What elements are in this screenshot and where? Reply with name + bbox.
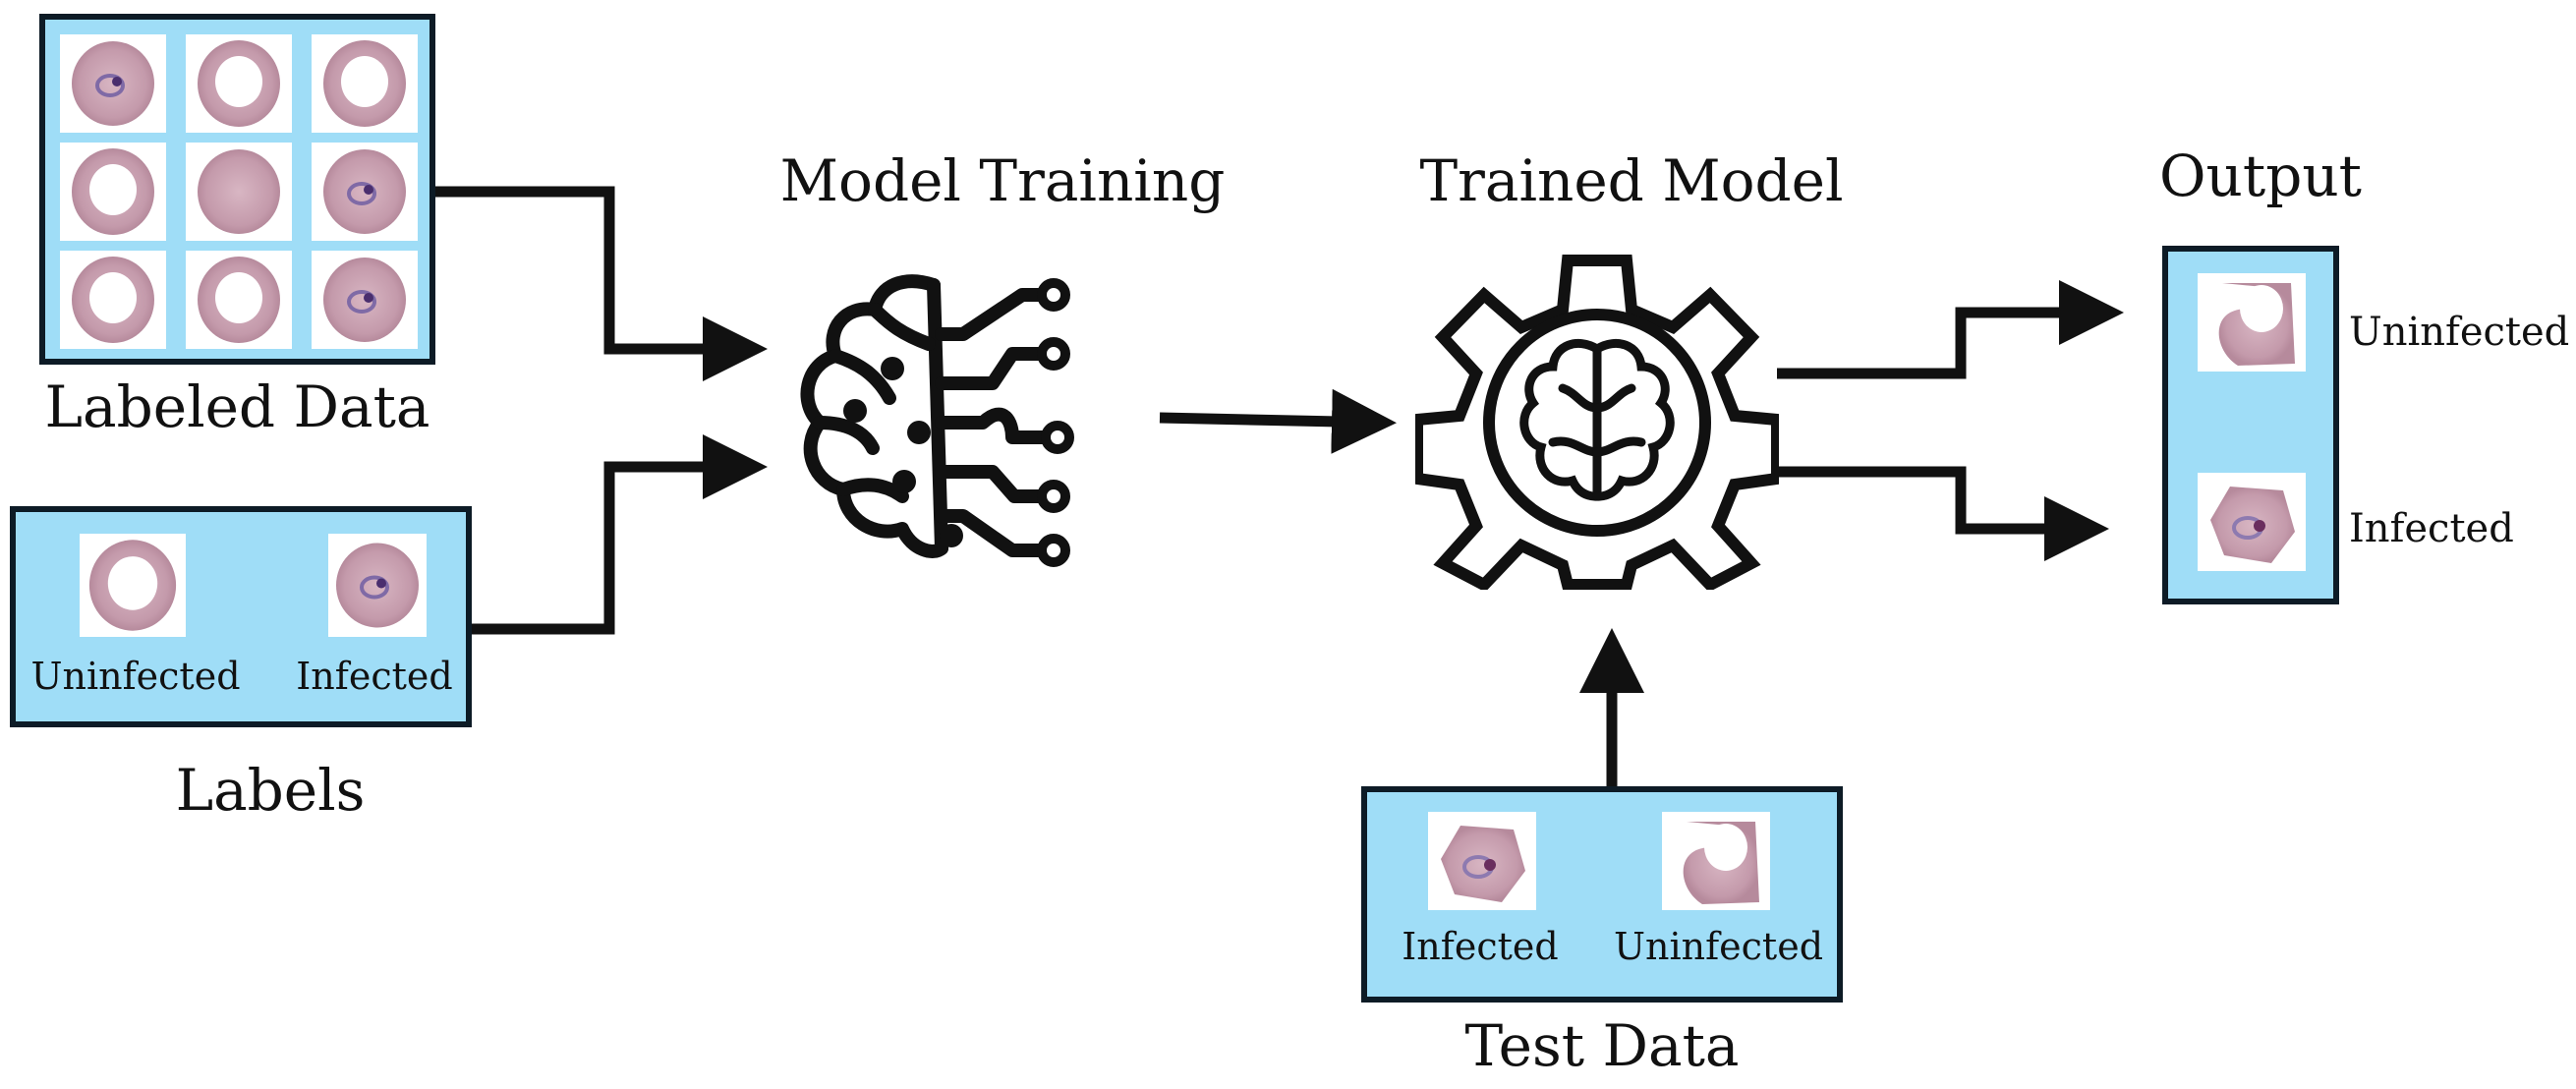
cell-image: [312, 34, 418, 133]
cell-image: [328, 534, 427, 637]
cell-image: [312, 251, 418, 349]
gear-brain-icon: [1415, 255, 1779, 590]
cell-image: [60, 251, 166, 349]
output-panel: [2162, 246, 2339, 604]
cell-image: [80, 534, 186, 637]
test-data-panel: Infected Uninfected: [1361, 786, 1843, 1003]
arrow-model-to-infected: [1777, 466, 2109, 561]
arrow-training-to-model: [1159, 388, 1397, 454]
cell-image: [2198, 273, 2306, 372]
cell-image: [60, 143, 166, 241]
labels-item-infected: Infected: [296, 655, 453, 698]
cell-image: [186, 143, 292, 241]
output-caption: Output: [2158, 143, 2362, 209]
cell-image: [1428, 812, 1536, 910]
trained-model-caption: Trained Model: [1419, 147, 1844, 214]
output-item-infected: Infected: [2349, 506, 2514, 551]
test-item-uninfected: Uninfected: [1613, 925, 1824, 968]
output-item-uninfected: Uninfected: [2349, 310, 2570, 355]
cell-image: [186, 34, 292, 133]
brain-circuit-icon: [800, 274, 1074, 567]
arrow-labels-to-training: [472, 434, 768, 635]
labels-item-uninfected: Uninfected: [30, 655, 241, 698]
arrow-labeled-to-training: [432, 186, 768, 381]
labeled-data-caption: Labeled Data: [44, 373, 430, 440]
labels-panel: Uninfected Infected: [10, 506, 472, 727]
cell-image: [186, 251, 292, 349]
labels-caption: Labels: [175, 757, 366, 824]
cell-image: [1662, 812, 1770, 910]
test-data-caption: Test Data: [1464, 1012, 1740, 1079]
cell-image: [2198, 473, 2306, 571]
arrow-model-to-uninfected: [1777, 280, 2124, 379]
model-training-caption: Model Training: [779, 147, 1226, 214]
test-item-infected: Infected: [1402, 925, 1559, 968]
cell-image: [60, 34, 166, 133]
cell-image: [312, 143, 418, 241]
labeled-data-panel: [39, 14, 435, 365]
